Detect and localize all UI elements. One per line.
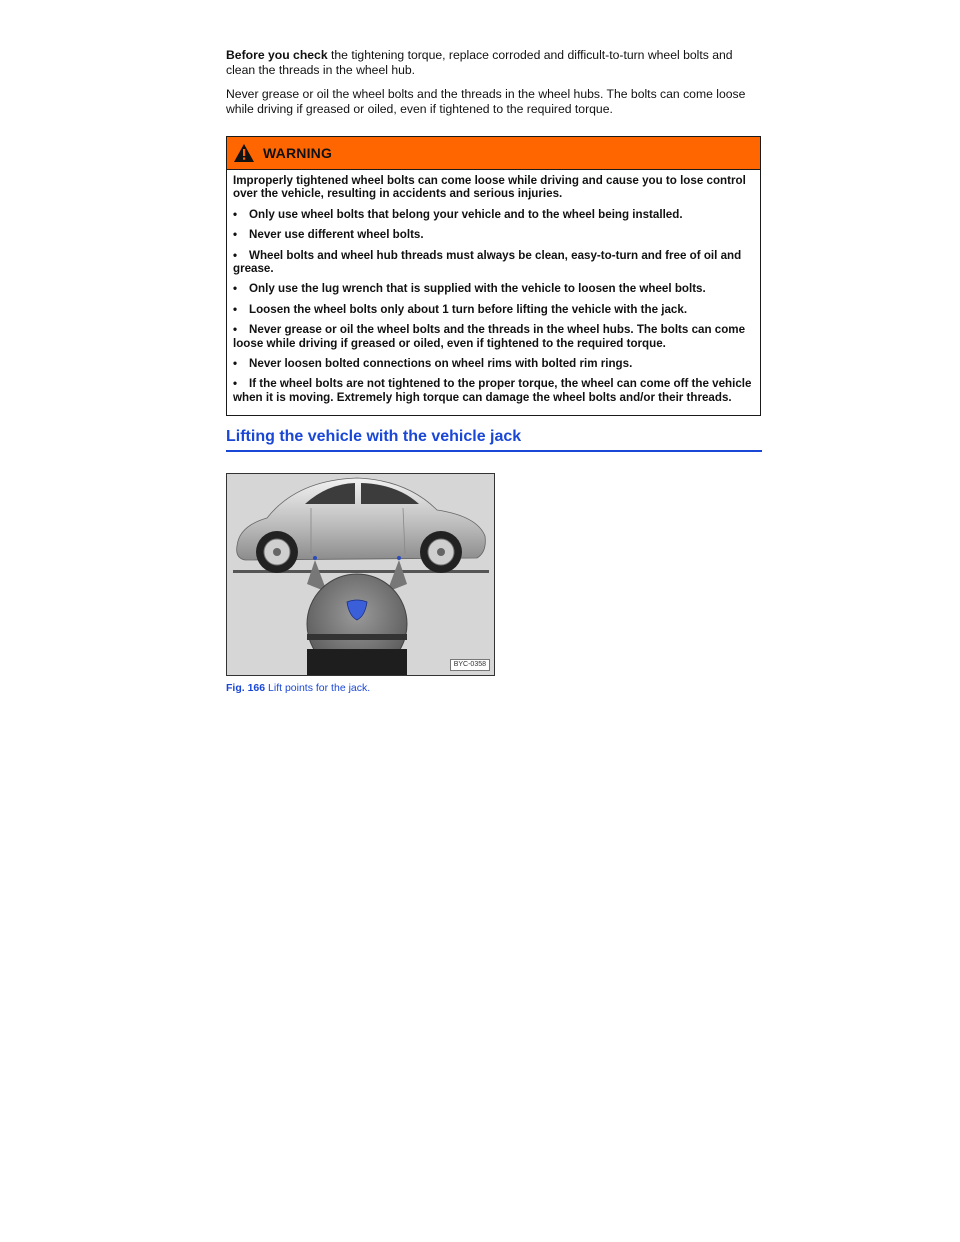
- warning-item-text: If the wheel bolts are not tightened to …: [233, 377, 752, 404]
- warning-item: • Loosen the wheel bolts only about 1 tur…: [233, 303, 754, 316]
- intro-text-1: the tightening torque, replace corroded …: [226, 48, 733, 77]
- bullet: •: [233, 302, 238, 316]
- figure-code-label: BYC-0358: [449, 659, 490, 671]
- warning-body: Improperly tightened wheel bolts can com…: [227, 170, 760, 415]
- figure-lift-points: BYC-0358: [226, 473, 495, 676]
- warning-item-text: Never loosen bolted connections on wheel…: [249, 357, 633, 371]
- bullet: •: [233, 282, 238, 296]
- bullet: •: [233, 228, 238, 242]
- bullet: •: [233, 323, 238, 337]
- bullet: •: [233, 248, 238, 262]
- caption-label: Fig. 166: [226, 682, 266, 694]
- warning-item-text: Never grease or oil the wheel bolts and …: [233, 323, 746, 350]
- car-illustration: [233, 477, 489, 675]
- warning-list: • Only use wheel bolts that belong your v…: [233, 208, 754, 404]
- warning-item-text: Never use different wheel bolts.: [249, 228, 424, 242]
- warning-item-text: Only use the lug wrench that is supplied…: [249, 282, 706, 296]
- warning-lead: Improperly tightened wheel bolts can com…: [233, 174, 746, 201]
- warning-item: •Never grease or oil the wheel bolts and…: [233, 323, 754, 350]
- intro-bold-lead: Before you check: [226, 48, 328, 62]
- warning-item: • Never use different wheel bolts.: [233, 228, 754, 241]
- warning-title: WARNING: [263, 145, 333, 161]
- warning-item-text: Wheel bolts and wheel hub threads must a…: [233, 248, 742, 276]
- bullet: •: [233, 207, 238, 221]
- warning-item: • Only use the lug wrench that is supplie…: [233, 282, 754, 295]
- warning-triangle-icon: [234, 144, 254, 162]
- warning-header: WARNING: [227, 137, 760, 170]
- page-content: Before you check the tightening torque, …: [226, 48, 762, 417]
- intro-paragraph-2: Never grease or oil the wheel bolts and …: [226, 87, 746, 116]
- warning-item: •Wheel bolts and wheel hub threads must …: [233, 249, 754, 276]
- bullet: •: [233, 357, 238, 371]
- section-heading: Lifting the vehicle with the vehicle jac…: [226, 428, 762, 452]
- warning-box: WARNING Improperly tightened wheel bolts…: [226, 136, 761, 417]
- warning-item: • Never loosen bolted connections on whee…: [233, 357, 754, 370]
- caption-text: Lift points for the jack.: [265, 682, 371, 694]
- warning-item: •If the wheel bolts are not tightened to…: [233, 377, 754, 404]
- figure-caption: Fig. 166 Lift points for the jack.: [226, 682, 370, 694]
- warning-item: • Only use wheel bolts that belong your v…: [233, 208, 754, 221]
- intro-paragraph-1: Before you check the tightening torque, …: [226, 48, 762, 77]
- warning-item-text: Only use wheel bolts that belong your ve…: [249, 207, 683, 221]
- warning-item-text: Loosen the wheel bolts only about 1 turn…: [249, 302, 688, 316]
- bullet: •: [233, 377, 238, 391]
